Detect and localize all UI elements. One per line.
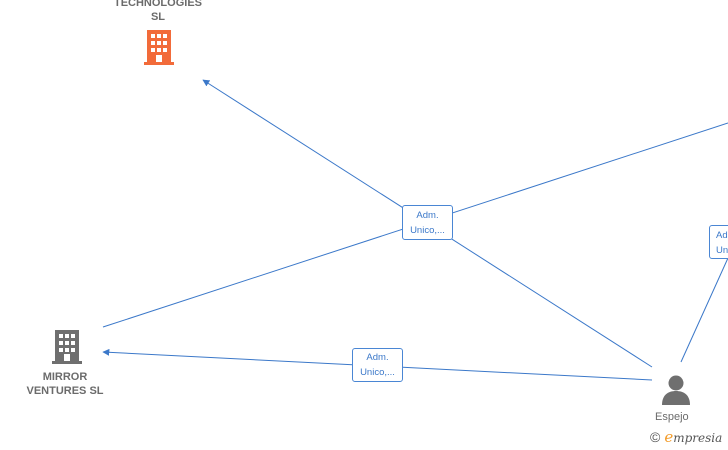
company-name-line1: MIRROR: [42, 371, 88, 383]
copyright-symbol: ©: [650, 429, 661, 445]
company-name-line2: SL: [150, 11, 166, 23]
edge-label-line2: Unico,...: [360, 367, 395, 378]
edge-label-line2: Unico,...: [410, 225, 445, 236]
building-icon[interactable]: [144, 30, 174, 65]
company-name-line1: TECHNOLOGIES: [113, 0, 202, 9]
edge-label-center[interactable]: Adm. Unico,...: [402, 205, 453, 240]
building-icon[interactable]: [52, 330, 82, 364]
person-icon[interactable]: [662, 375, 690, 406]
edge-label-line2: Uni: [716, 245, 728, 256]
edge-label-line1: Adm.: [416, 210, 439, 221]
brand-logo-text: mpresia: [673, 431, 723, 445]
edge-label-right[interactable]: Adm. Uni: [709, 225, 728, 259]
company-label-mirror-ventures[interactable]: MIRROR VENTURES SL: [10, 370, 120, 398]
company-label-technologies[interactable]: TECHNOLOGIES SL: [98, 0, 218, 24]
person-name-label[interactable]: Espejo: [655, 411, 689, 423]
edge-label-line1: Adm.: [366, 352, 389, 363]
empresia-watermark: ©empresia: [650, 428, 722, 446]
brand-logo-initial: e: [664, 428, 674, 446]
edge-label-line1: Adm.: [716, 230, 728, 241]
edge-person-to-offscreen: [680, 257, 728, 363]
company-name-line2: VENTURES SL: [26, 385, 104, 397]
edge-label-bottom[interactable]: Adm. Unico,...: [352, 348, 403, 382]
